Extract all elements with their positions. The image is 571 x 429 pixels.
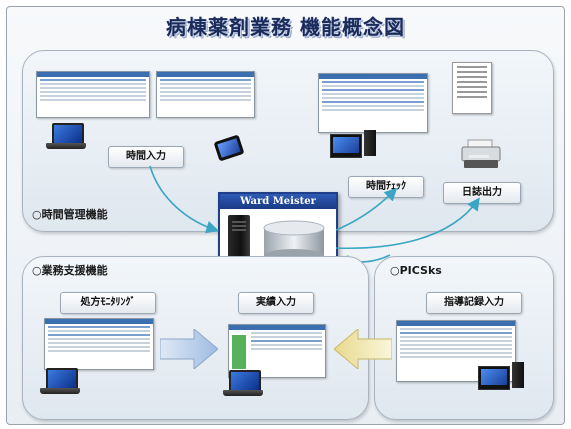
- picsks-label: ○PICSks: [390, 264, 442, 277]
- tower-icon-2: [512, 362, 524, 388]
- time-input-button[interactable]: 時間入力: [108, 146, 184, 168]
- server-icon: [228, 215, 250, 267]
- desktop-icon-2: [478, 366, 510, 390]
- product-name: Ward Meister: [220, 194, 336, 209]
- laptop-icon: [46, 123, 86, 151]
- time-management-label: ○時間管理機能: [32, 208, 108, 221]
- flow-arrow-left: [334, 329, 392, 369]
- screenshot-guidance-record: [396, 320, 516, 382]
- laptop-icon-2: [40, 368, 80, 396]
- actual-input-button[interactable]: 実績入力: [238, 292, 314, 314]
- screenshot-actual-input: [228, 324, 326, 378]
- flow-arrow-right: [160, 329, 218, 369]
- desktop-icon: [330, 134, 362, 158]
- document-icon: [452, 62, 492, 114]
- log-output-button[interactable]: 日誌出力: [443, 182, 521, 204]
- laptop-icon-3: [223, 370, 263, 398]
- prescription-monitoring-button[interactable]: 処方ﾓﾆﾀﾘﾝｸﾞ: [60, 292, 156, 314]
- screenshot-time-list-2: [156, 71, 255, 118]
- screenshot-prescription: [44, 318, 154, 370]
- diagram-title: 病棟薬剤業務 機能概念図: [166, 15, 405, 39]
- tower-icon: [364, 130, 376, 156]
- guidance-record-input-button[interactable]: 指導記録入力: [426, 292, 522, 314]
- work-support-label: ○業務支援機能: [32, 264, 108, 277]
- screenshot-time-list-1: [36, 71, 150, 118]
- printer-icon: [461, 139, 501, 168]
